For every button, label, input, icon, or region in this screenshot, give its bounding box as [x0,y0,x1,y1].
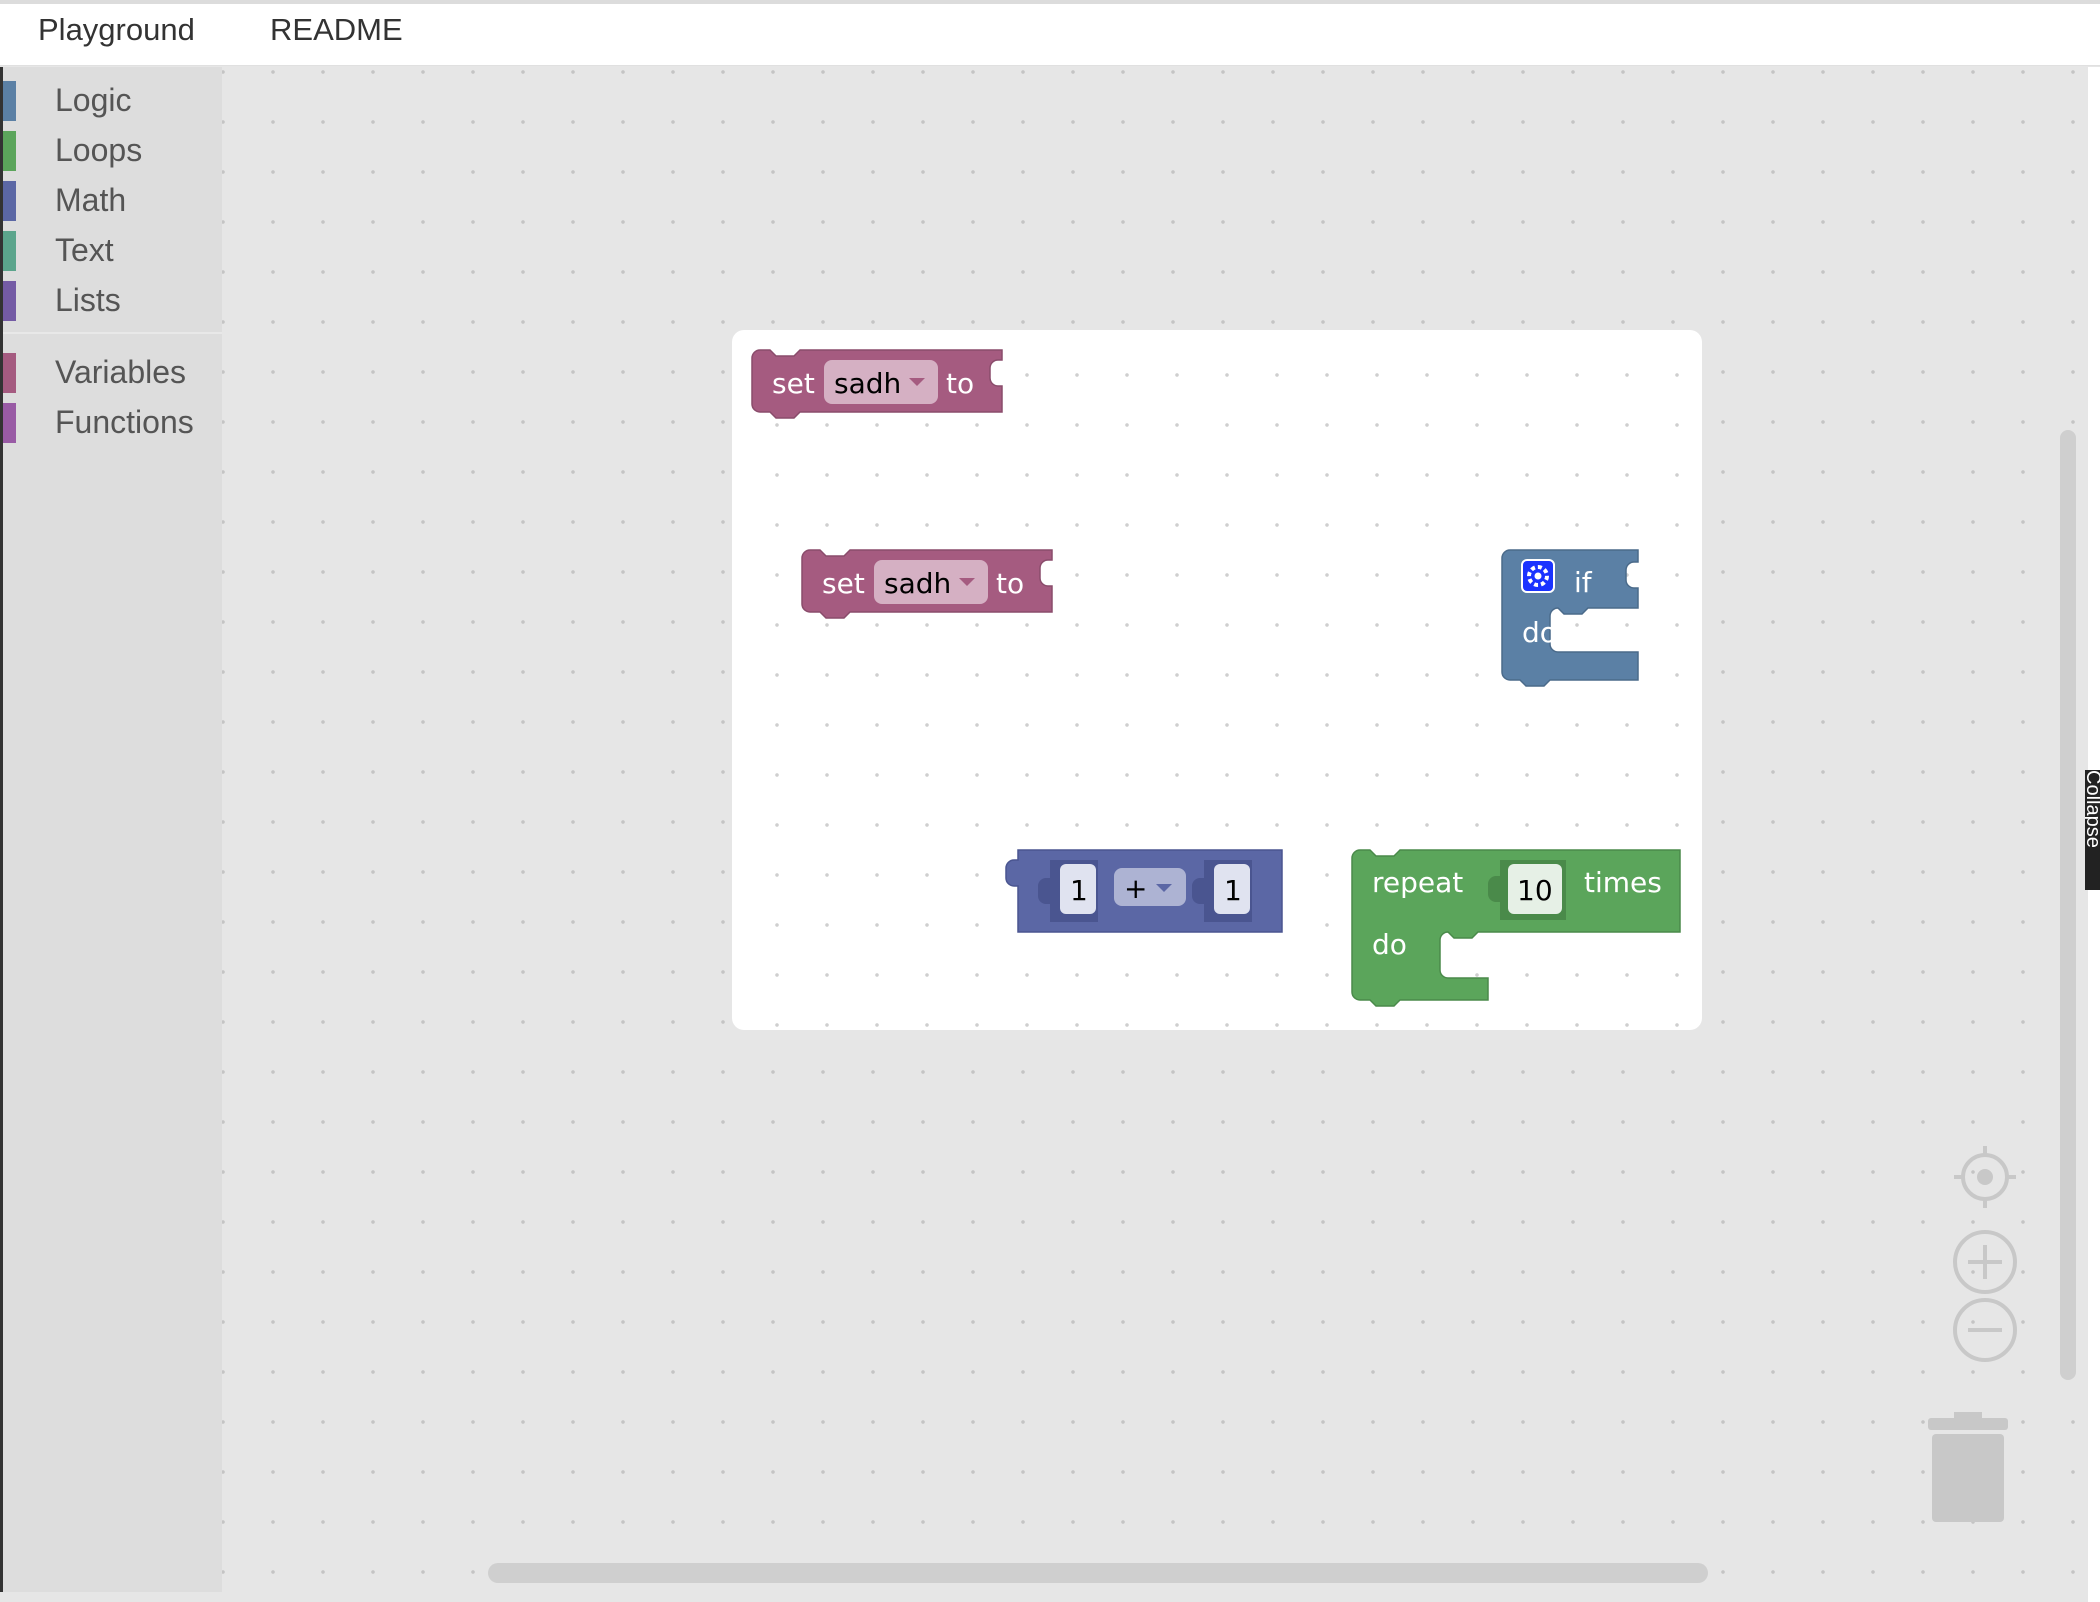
target-icon[interactable] [1950,1142,2020,1212]
variable-name: sadh [884,567,951,600]
toolbox-category-math[interactable]: Math [3,177,222,221]
set-keyword: set [772,367,815,400]
operator-dropdown[interactable] [1114,868,1186,906]
category-label: Loops [55,132,143,168]
category-swatch [3,131,16,171]
operator: + [1124,872,1147,905]
toolbox-category-loops[interactable]: Loops [3,127,222,171]
do-keyword: do [1372,928,1407,961]
tab-readme[interactable]: README [270,12,403,47]
variables-set-block[interactable]: set sadh to [751,349,1003,419]
tab-playground[interactable]: Playground [38,12,195,47]
category-swatch [3,81,16,121]
repeat-count: 10 [1517,874,1553,907]
vertical-scrollbar[interactable] [2060,430,2076,1380]
trash-icon[interactable] [1924,1410,2012,1525]
category-swatch [3,231,16,271]
toolbox-category-lists[interactable]: Lists [3,277,222,321]
gear-icon [1527,565,1549,587]
dropdown-arrow-icon [959,578,975,586]
right-operand-field[interactable] [1214,864,1250,914]
category-label: Logic [55,82,132,118]
left-operand: 1 [1070,874,1088,907]
top-navigation: Playground README [0,0,2100,66]
math-arithmetic-block[interactable]: 1 + 1 [1005,849,1283,933]
toolbox: Logic Loops Math Text Lists Variables Fu… [0,67,222,1592]
category-swatch [3,403,16,443]
dropdown-arrow-icon [909,378,925,386]
to-keyword: to [946,367,974,400]
right-operand: 1 [1224,874,1242,907]
variable-name: sadh [834,367,901,400]
times-keyword: times [1584,866,1662,899]
zoom-out-icon[interactable] [1950,1295,2020,1365]
toolbox-category-functions[interactable]: Functions [3,399,222,443]
if-keyword: if [1574,566,1593,599]
logic-if-block[interactable]: if do [1501,549,1639,687]
zoom-in-icon[interactable] [1950,1227,2020,1297]
toolbox-category-variables[interactable]: Variables [3,349,222,393]
category-label: Lists [55,282,121,318]
category-label: Functions [55,404,194,440]
category-swatch [3,281,16,321]
repeat-keyword: repeat [1372,866,1463,899]
collapse-tab[interactable]: Collapse [2085,770,2100,890]
variable-dropdown[interactable] [874,560,988,604]
category-label: Text [55,232,114,268]
toolbox-category-logic[interactable]: Logic [3,77,222,121]
variables-set-block[interactable]: set sadh to [801,549,1053,619]
category-swatch [3,181,16,221]
left-operand-field[interactable] [1060,864,1096,914]
category-label: Variables [55,354,187,390]
horizontal-scrollbar[interactable] [488,1563,1708,1583]
toolbox-separator [3,332,222,334]
do-keyword: do [1522,616,1557,649]
repeat-count-field[interactable] [1508,864,1562,914]
dropdown-arrow-icon [1156,884,1172,892]
toolbox-category-text[interactable]: Text [3,227,222,271]
set-keyword: set [822,567,865,600]
to-keyword: to [996,567,1024,600]
variable-dropdown[interactable] [824,360,938,404]
category-label: Math [55,182,127,218]
loops-repeat-block[interactable]: repeat 10 times do [1351,849,1681,1007]
category-swatch [3,353,16,393]
